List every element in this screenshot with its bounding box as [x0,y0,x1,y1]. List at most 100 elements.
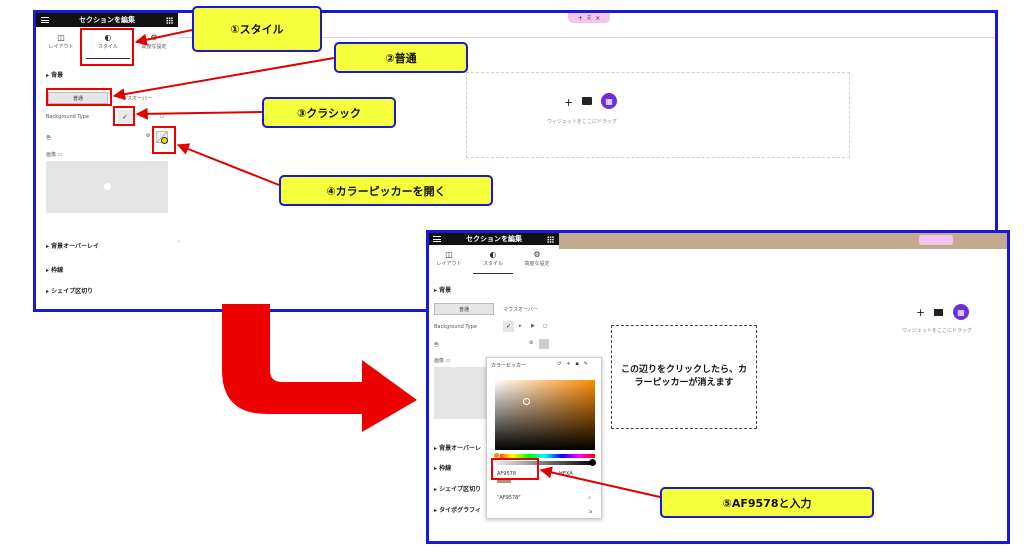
elementor-icon[interactable]: ▦ [953,304,969,320]
arrow-to-swatch [176,143,280,186]
panel-header-bottom: セクションを編集 [429,233,559,245]
gear-icon: ⚙ [533,250,541,259]
collapsed-border[interactable]: ▸ 枠線 [434,465,452,472]
image-label: 画像 ▭ [46,152,63,158]
canvas-top-line [178,37,995,38]
drag-hint: ウィジェットをここにドラッグ [547,119,618,125]
panel-title: セクションを編集 [79,16,135,24]
gradient-button[interactable]: ▸ [519,323,522,329]
alpha-handle[interactable] [589,459,596,466]
image-label: 画像 ▭ [434,358,451,364]
hex-input[interactable]: AF9578 [497,471,517,477]
section-handle[interactable]: + ⠿ × [568,13,610,23]
brush-icon: ✓ [505,323,512,330]
alpha-slider[interactable] [495,459,596,466]
close-icon[interactable]: × [595,14,601,22]
note-box: この辺りをクリックしたら、カラーピッカーが消えます [611,325,757,429]
eyedropper-icon[interactable]: ✎ [583,361,588,367]
plus-icon[interactable]: + [577,14,583,22]
apps-grid-icon[interactable] [547,236,554,243]
image-placeholder[interactable] [434,367,486,419]
arrow-to-hex [539,466,661,498]
video-button[interactable]: ▶ [531,323,535,329]
callout-style: ①スタイル [192,6,322,52]
folder-icon[interactable] [934,309,943,316]
layout-icon: ◫ [57,33,65,42]
tab-layout[interactable]: ◫ レイアウト [434,250,464,267]
section-bg-title[interactable]: ▸ 背景 [434,287,452,294]
bg-type-label: Background Type [46,114,89,120]
highlight-hex-input [491,458,539,480]
panel-title: セクションを編集 [466,235,522,243]
classic-button[interactable]: ✓ [118,110,132,123]
collapsed-typography[interactable]: ▸ タイポグラフィ [434,507,481,514]
apps-grid-icon[interactable] [166,17,173,24]
tab-style[interactable]: ◐ スタイル [475,250,511,267]
half-circle-icon: ◐ [489,250,497,259]
color-picker-popup[interactable]: カラーピッカー ↺ + ▪ ✎ AF9578 HEXA "AF9578" ⌕ ⇲ [486,357,602,519]
global-icon[interactable]: ⚙ [529,340,534,346]
menu-icon[interactable] [433,236,441,242]
reset-icon[interactable]: ↺ [557,361,562,367]
saturation-area[interactable] [495,380,595,450]
highlight-style-tab [80,28,134,66]
drag-hint: ウィジェットをここにドラッグ [902,328,973,334]
add-widget-icon[interactable]: + [916,306,926,319]
arrow-to-style [134,29,193,46]
collapse-arrow-icon[interactable]: ‹ [178,239,180,245]
bg-type-label: Background Type [434,324,477,330]
collapsed-overlay[interactable]: ▸ 背景オーバーレイ [46,243,100,250]
brush-icon: ✓ [122,112,128,121]
color-preview-swatch [497,479,511,483]
plus-icon[interactable]: + [566,361,571,367]
drag-icon[interactable]: ⠿ [586,14,592,22]
highlight-normal [46,88,112,106]
arrow-to-normal [112,57,335,101]
callout-input-hex: ⑤AF9578と入力 [660,487,874,518]
menu-icon[interactable] [41,17,49,23]
highlight-color-swatch [152,126,176,154]
callout-normal: ②普通 [334,42,468,73]
saturation-handle[interactable] [523,398,530,405]
tab-layout[interactable]: ◫ レイアウト [46,33,76,50]
add-widget-icon[interactable]: + [564,96,574,109]
color-label: 色 [434,342,440,348]
note-text: この辺りをクリックしたら、カラーピッカーが消えます [620,365,747,388]
global-icon[interactable]: ⚙ [146,133,151,139]
search-input[interactable]: "AF9578" [497,495,521,501]
layout-icon: ◫ [445,250,453,259]
callout-classic: ③クラシック [262,97,396,128]
flow-arrow-icon [222,304,417,432]
elementor-icon[interactable]: ▦ [601,93,617,109]
hex-mode[interactable]: HEXA [559,471,573,477]
tab-underline [86,58,130,59]
collapsed-overlay[interactable]: ▸ 背景オーバーレ [434,445,482,452]
normal-button[interactable]: 普通 [434,303,494,315]
color-swatch-button[interactable] [539,339,549,349]
panel-header: セクションを編集 [36,13,178,27]
section-handle-bottom[interactable] [919,235,953,245]
hover-button[interactable]: ウスオーバー [122,96,152,102]
image-placeholder[interactable] [46,161,168,213]
top-drop-zone[interactable]: + ▦ ウィジェットをここにドラッグ [466,72,850,158]
trash-icon[interactable]: ▪ [575,361,579,367]
canvas-top-strip [559,233,1007,249]
search-icon[interactable]: ⌕ [588,495,591,501]
hover-button[interactable]: マウスオーバー [503,307,538,313]
slideshow-button[interactable]: ◻ [160,113,165,119]
collapsed-shape[interactable]: ▸ シェイプ区切り [434,486,482,493]
slideshow-button[interactable]: ◻ [543,323,548,329]
cursor-icon [161,137,168,144]
section-bg-title[interactable]: ▸ 背景 [46,72,64,79]
expand-icon[interactable]: ⇲ [588,509,593,515]
classic-button[interactable]: ✓ [503,321,514,332]
color-label: 色 [46,135,52,141]
collapsed-shape[interactable]: ▸ シェイプ区切り [46,288,94,295]
tab-advanced[interactable]: ⚙ 高度な設定 [519,250,555,267]
normal-button[interactable]: 普通 [48,92,108,104]
tab-style[interactable]: ◐ スタイル [88,33,128,50]
picker-title: カラーピッカー [491,363,527,369]
folder-icon[interactable] [582,97,592,105]
collapsed-border[interactable]: ▸ 枠線 [46,267,64,274]
callout-open-picker: ④カラーピッカーを開く [279,175,493,206]
